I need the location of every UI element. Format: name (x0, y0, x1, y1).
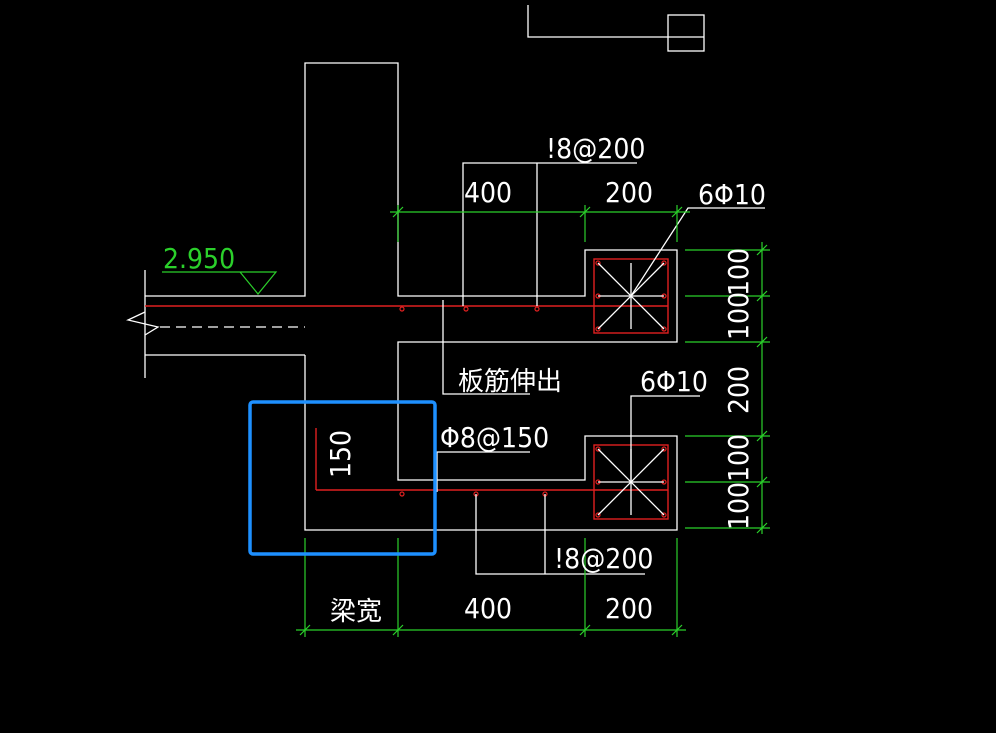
bottom-rebar-label: !8@200 (554, 542, 653, 575)
stirrup-bottom-label: 6Φ10 (640, 365, 708, 398)
rdim-200: 200 (722, 366, 755, 414)
right-dimension (685, 242, 770, 534)
bottom-dim-400: 400 (464, 592, 512, 625)
top-rebar-label: !8@200 (546, 132, 645, 165)
concrete-outline (126, 62, 678, 531)
elevation-marker (162, 271, 278, 295)
bottom-dim-200: 200 (605, 592, 653, 625)
top-dim-200: 200 (605, 176, 653, 209)
beam-width-label: 梁宽 (330, 597, 382, 627)
rdim-100-e: 100 (722, 482, 755, 530)
dim-150-label: 150 (324, 430, 357, 478)
rdim-100-a: 100 (722, 292, 755, 340)
rdim-100-b: 100 (722, 248, 755, 296)
bar-phi8-150-label: Φ8@150 (440, 421, 549, 454)
slab-bar-extend-label: 板筋伸出 (458, 367, 562, 397)
stirrup-top-label: 6Φ10 (698, 178, 766, 211)
leader-lines (436, 162, 765, 575)
rdim-100-d: 100 (722, 434, 755, 482)
top-fragment (527, 5, 705, 52)
selection-box[interactable] (248, 400, 437, 556)
top-dimension (390, 205, 690, 242)
top-dim-400: 400 (464, 176, 512, 209)
elevation-label: 2.950 (163, 242, 235, 275)
